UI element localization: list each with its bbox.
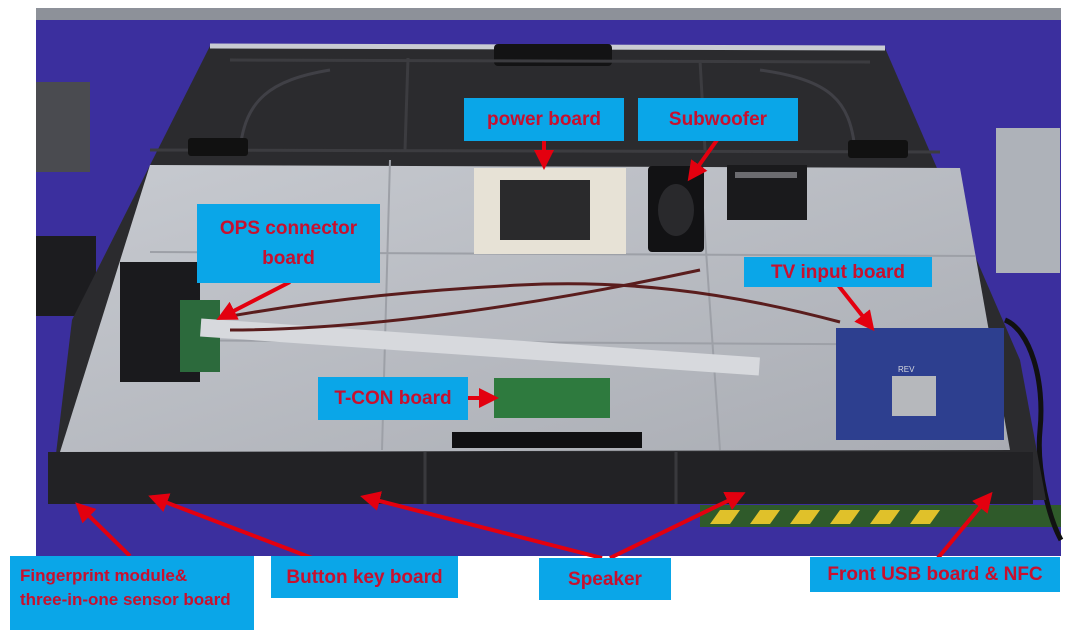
chip-label: REV <box>898 365 915 374</box>
label-ops-connector-board: OPS connector board <box>197 204 380 283</box>
plate-ribs <box>119 159 991 451</box>
arrow-subwoofer <box>687 138 719 182</box>
bottom-speaker-bar <box>48 452 1033 504</box>
arrow-front-usb <box>936 491 993 560</box>
label-tv-input-board: TV input board <box>744 257 932 287</box>
tcon-board-pcb <box>494 378 610 418</box>
label-speaker: Speaker <box>539 558 671 600</box>
label-subwoofer: Subwoofer <box>638 98 798 141</box>
black-strip <box>452 432 642 448</box>
right-metal-bracket <box>996 128 1060 273</box>
hazard-stripe <box>710 510 940 524</box>
arrow-button-key <box>148 493 313 560</box>
arrow-speaker-right <box>609 491 746 560</box>
label-fingerprint-module: Fingerprint module& three-in-one sensor … <box>10 556 254 630</box>
ffc-cable <box>200 318 760 376</box>
arrow-tv-input <box>836 283 875 332</box>
tv-input-board-heatsink <box>892 376 936 416</box>
bottom-bar-seams <box>423 452 678 504</box>
upper-curve-right <box>759 68 857 151</box>
label-button-key-board: Button key board <box>271 556 458 598</box>
right-cable <box>1003 317 1064 542</box>
left-hook <box>188 138 248 156</box>
label-tcon-board: T-CON board <box>318 377 468 420</box>
upper-panel-seams <box>149 57 941 154</box>
top-mount-bracket <box>494 44 612 66</box>
warning-sticker-text <box>735 172 797 178</box>
upper-curve <box>238 68 331 151</box>
wire-harness <box>219 268 841 332</box>
arrow-speaker-left <box>360 491 603 560</box>
label-power-board: power board <box>464 98 624 141</box>
label-front-usb-board: Front USB board & NFC <box>810 557 1060 592</box>
arrow-ops-connector <box>216 280 291 320</box>
right-hook <box>848 140 908 158</box>
label-fingerprint-line1: Fingerprint module& <box>20 566 188 585</box>
power-board-heatsink <box>500 180 590 240</box>
label-fingerprint-line2: three-in-one sensor board <box>20 590 231 609</box>
subwoofer-driver <box>658 184 694 236</box>
left-monitor-stand <box>36 82 90 172</box>
arrow-fingerprint <box>75 502 132 558</box>
